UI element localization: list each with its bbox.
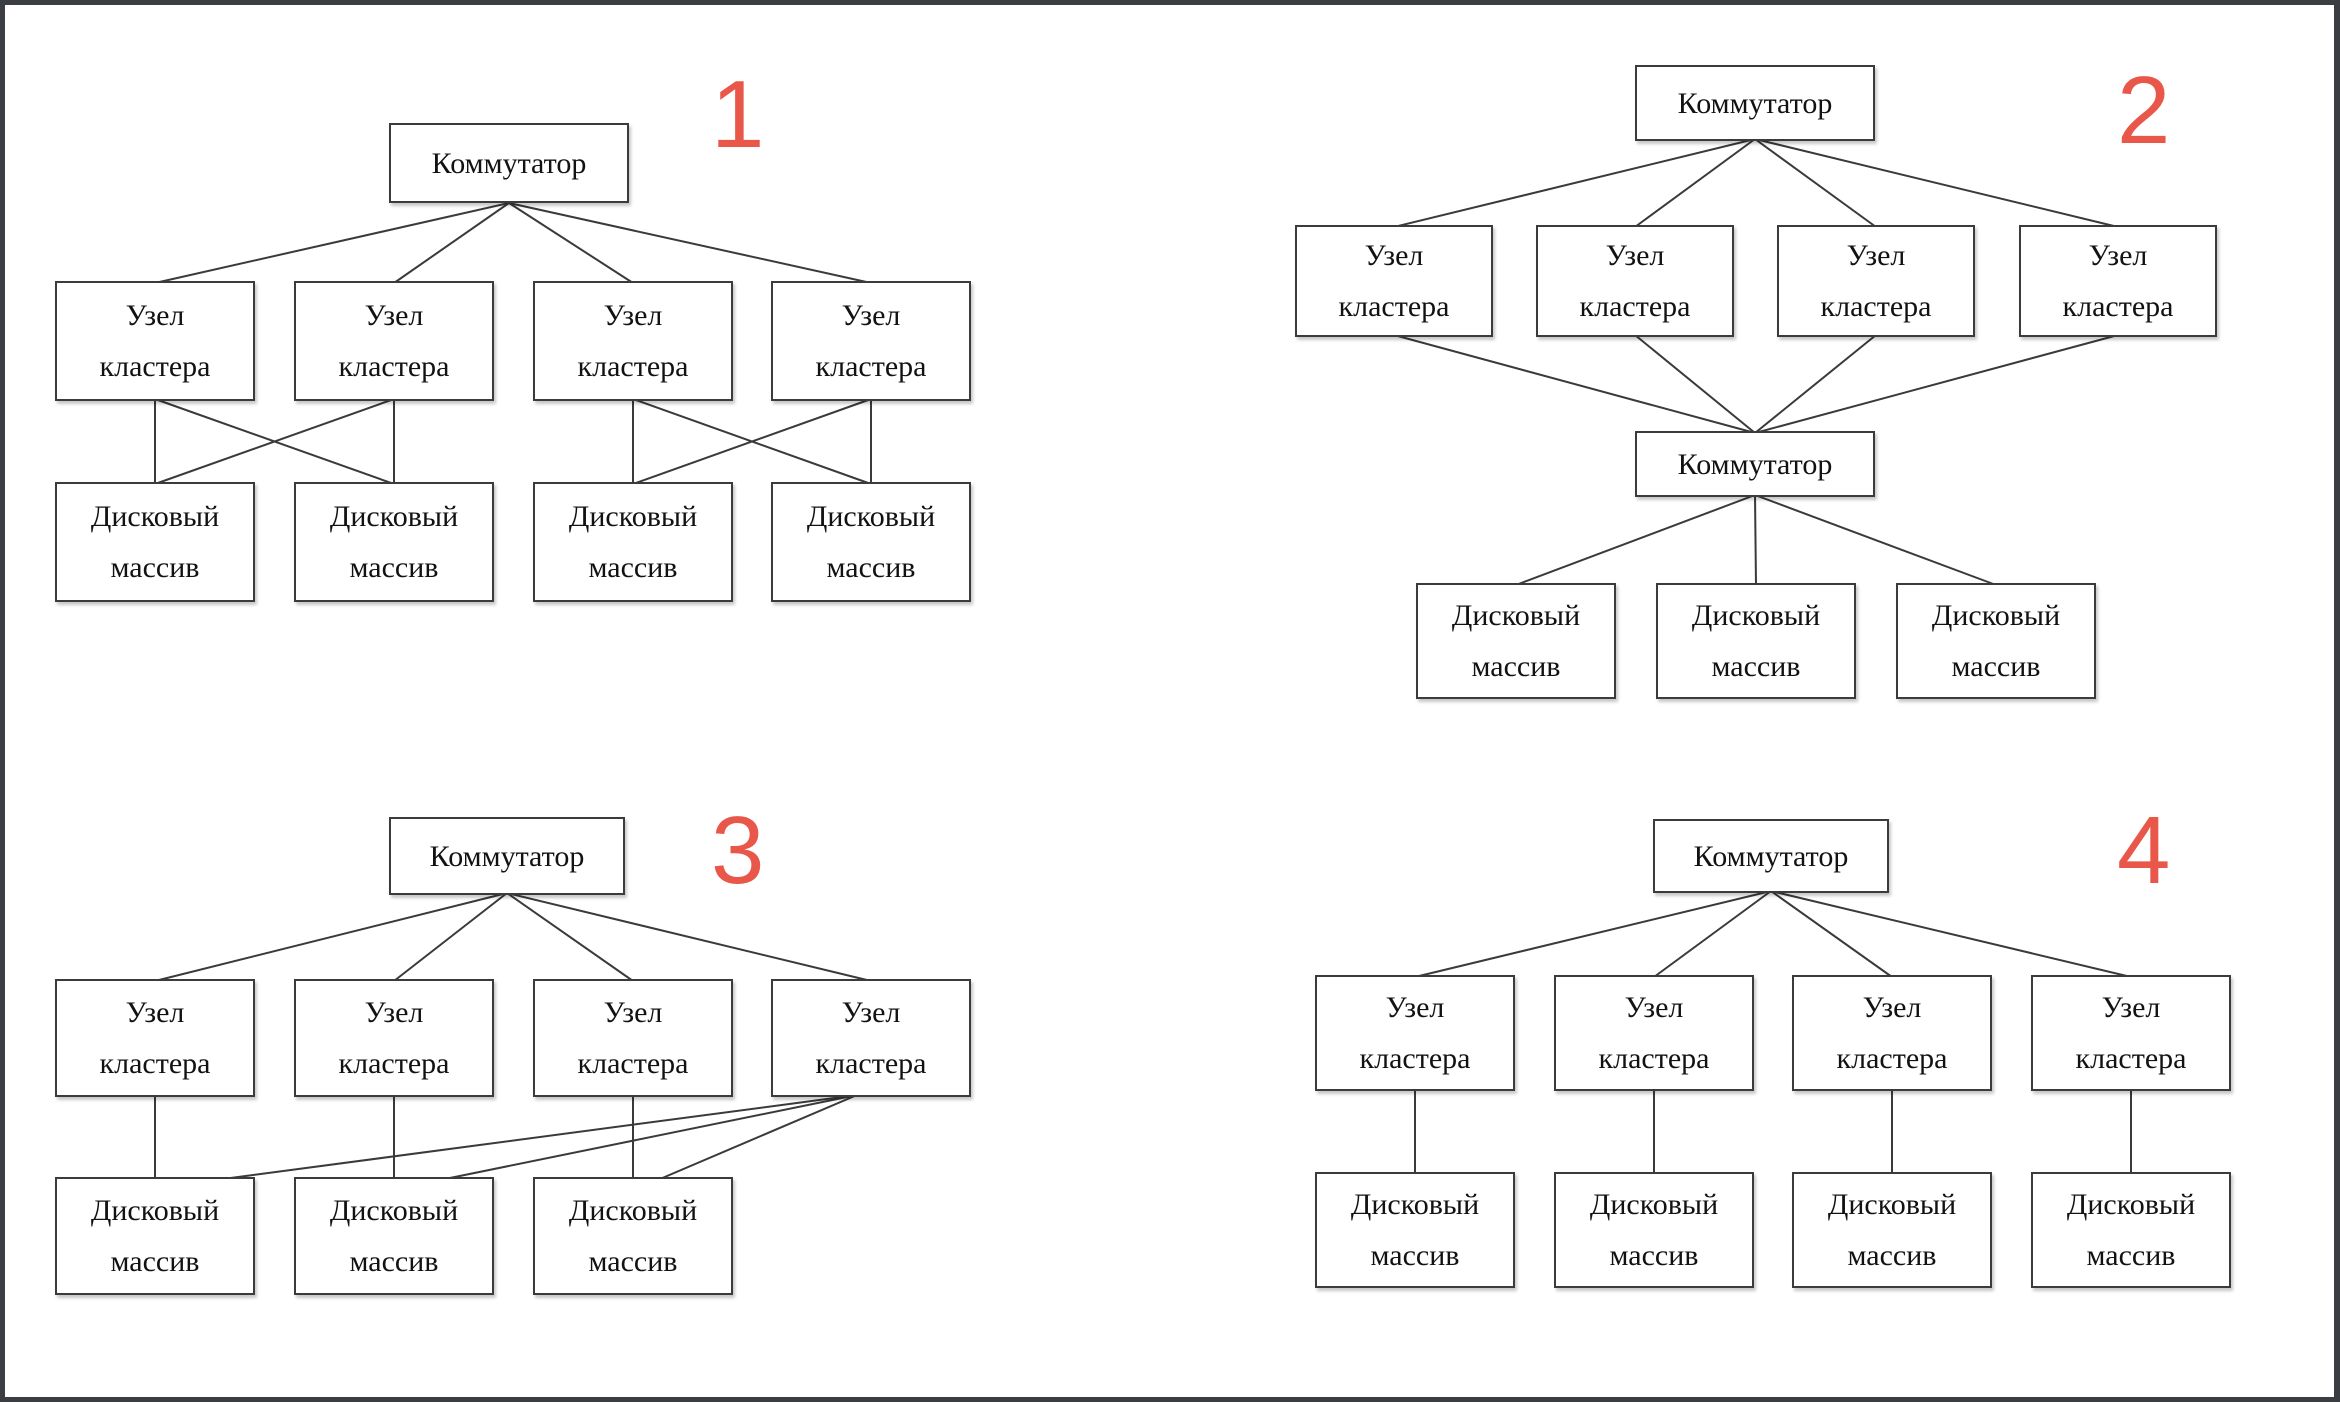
diagram-4-links: [1414, 890, 2132, 1174]
diagram-2-cluster-node-2: Узел кластера: [1536, 225, 1734, 337]
d1-edge-switch-node2: [393, 202, 510, 284]
diagram-2-cluster-node-1: Узел кластера: [1295, 225, 1493, 337]
d1-edge-switch-node3: [508, 202, 634, 284]
diagram-2-disk-array-2: Дисковый массив: [1656, 583, 1856, 699]
d2-edge-switch1-node2: [1634, 138, 1756, 228]
diagram-4-disk-array-3: Дисковый массив: [1792, 1172, 1992, 1288]
diagram-4-switch: Коммутатор: [1653, 819, 1889, 893]
diagram-1-disk-array-3: Дисковый массив: [533, 482, 733, 602]
diagram-4-disk-array-1: Дисковый массив: [1315, 1172, 1515, 1288]
d3-edge-switch-node1: [154, 892, 508, 982]
d1-edge-node4-disk3: [632, 398, 872, 485]
d3-edge-switch-node2: [393, 892, 508, 982]
diagram-4-cluster-node-4: Узел кластера: [2031, 975, 2231, 1091]
d2-edge-switch2-disk1: [1515, 494, 1756, 586]
diagram-2-links: [1393, 138, 2119, 586]
diagram-3-switch: Коммутатор: [389, 817, 625, 895]
d4-edge-switch-node1: [1414, 890, 1772, 978]
diagram-2-cluster-node-3: Узел кластера: [1777, 225, 1975, 337]
diagram-4-cluster-node-3: Узел кластера: [1792, 975, 1992, 1091]
d2-edge-switch1-node3: [1754, 138, 1877, 228]
diagram-3-number: 3: [711, 797, 765, 904]
diagram-4-number: 4: [2117, 797, 2171, 904]
diagram-3-cluster-node-4: Узел кластера: [771, 979, 971, 1097]
d2-edge-switch2-disk2: [1754, 494, 1757, 586]
diagram-3-cluster-node-2: Узел кластера: [294, 979, 494, 1097]
diagram-1-cluster-node-3: Узел кластера: [533, 281, 733, 401]
d1-edge-switch-node4: [508, 202, 872, 284]
diagram-1-links: [154, 202, 872, 485]
diagram-1-cluster-node-4: Узел кластера: [771, 281, 971, 401]
d2-edge-node3-switch2: [1754, 334, 1877, 434]
diagram-1-cluster-node-1: Узел кластера: [55, 281, 255, 401]
d3-edge-node4-disk1: [222, 1094, 858, 1180]
diagram-1-disk-array-1: Дисковый массив: [55, 482, 255, 602]
diagram-3-links: [154, 892, 872, 1180]
diagram-2-disk-array-3: Дисковый массив: [1896, 583, 2096, 699]
diagram-1-cluster-node-2: Узел кластера: [294, 281, 494, 401]
diagram-3-disk-array-2: Дисковый массив: [294, 1177, 494, 1295]
d2-edge-node1-switch2: [1393, 334, 1756, 434]
diagram-3-cluster-node-1: Узел кластера: [55, 979, 255, 1097]
diagram-2-cluster-node-4: Узел кластера: [2019, 225, 2217, 337]
diagram-1-disk-array-4: Дисковый массив: [771, 482, 971, 602]
diagram-3-disk-array-3: Дисковый массив: [533, 1177, 733, 1295]
diagram-4-cluster-node-2: Узел кластера: [1554, 975, 1754, 1091]
diagram-1-number: 1: [711, 61, 765, 168]
diagram-1-disk-array-2: Дисковый массив: [294, 482, 494, 602]
diagram-3-disk-array-1: Дисковый массив: [55, 1177, 255, 1295]
diagram-2-number: 2: [2117, 57, 2171, 164]
diagram-2-disk-array-1: Дисковый массив: [1416, 583, 1616, 699]
d2-edge-node2-switch2: [1634, 334, 1756, 434]
d3-edge-switch-node4: [506, 892, 872, 982]
d1-edge-node2-disk1: [154, 398, 395, 485]
d3-edge-node4-disk3: [659, 1094, 858, 1180]
d3-edge-node4-disk2: [444, 1094, 858, 1180]
d2-edge-switch1-node4: [1754, 138, 2119, 228]
d4-edge-switch-node3: [1770, 890, 1893, 978]
d4-edge-switch-node4: [1770, 890, 2132, 978]
diagram-3-cluster-node-3: Узел кластера: [533, 979, 733, 1097]
diagram-4-disk-array-4: Дисковый массив: [2031, 1172, 2231, 1288]
diagram-2-switch-bottom: Коммутатор: [1635, 431, 1875, 497]
d2-edge-node4-switch2: [1754, 334, 2119, 434]
d3-edge-switch-node3: [506, 892, 634, 982]
d4-edge-switch-node2: [1653, 890, 1772, 978]
d2-edge-switch2-disk3: [1754, 494, 1997, 586]
d1-edge-switch-node1: [154, 202, 510, 284]
diagram-4-cluster-node-1: Узел кластера: [1315, 975, 1515, 1091]
diagram-1-switch: Коммутатор: [389, 123, 629, 203]
diagram-2-switch-top: Коммутатор: [1635, 65, 1875, 141]
connector-lines: [154, 138, 2132, 1180]
diagram-4-disk-array-2: Дисковый массив: [1554, 1172, 1754, 1288]
d2-edge-switch1-node1: [1393, 138, 1756, 228]
